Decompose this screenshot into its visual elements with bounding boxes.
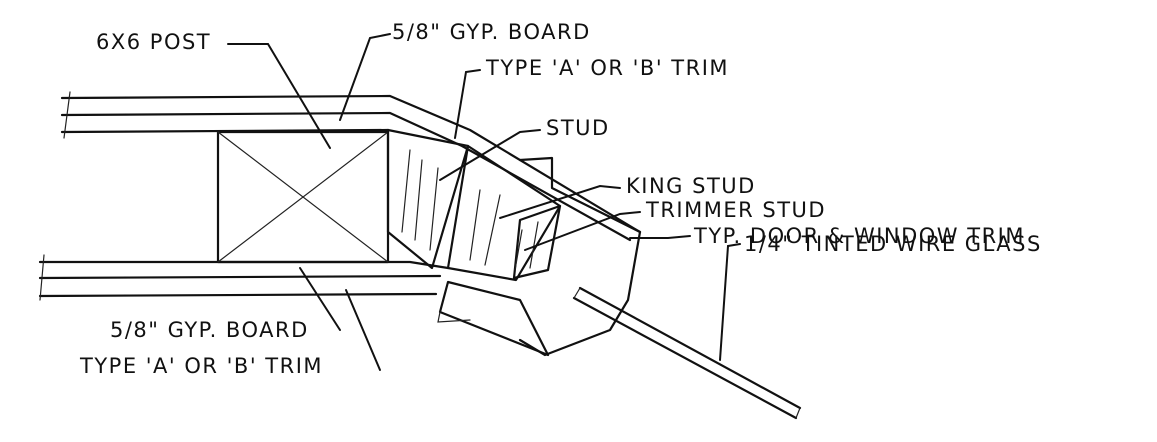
label-tinted-wire-glass: 1/4" TINTED WIRE GLASS (744, 232, 1042, 256)
bottom-wall-layers (38, 254, 450, 301)
label-trimmer-stud: TRIMMER STUD (646, 198, 827, 222)
label-gyp-board-bottom: 5/8" GYP. BOARD (110, 318, 309, 342)
label-trim-bottom: TYPE 'A' OR 'B' TRIM (80, 354, 324, 378)
label-6x6-post: 6X6 POST (96, 30, 212, 54)
label-king-stud: KING STUD (626, 174, 756, 198)
leader-lines (227, 33, 741, 371)
label-gyp-board-top: 5/8" GYP. BOARD (392, 20, 591, 44)
label-trim-top: TYPE 'A' OR 'B' TRIM (486, 56, 730, 80)
label-door-window-trim: TYP. DOOR & WINDOW TRIM (694, 224, 1025, 248)
glass-pane (572, 286, 802, 420)
post-6x6 (216, 130, 390, 264)
door-window-trim-block (437, 156, 642, 357)
angled-studs (386, 128, 562, 282)
label-stud: STUD (546, 116, 610, 140)
